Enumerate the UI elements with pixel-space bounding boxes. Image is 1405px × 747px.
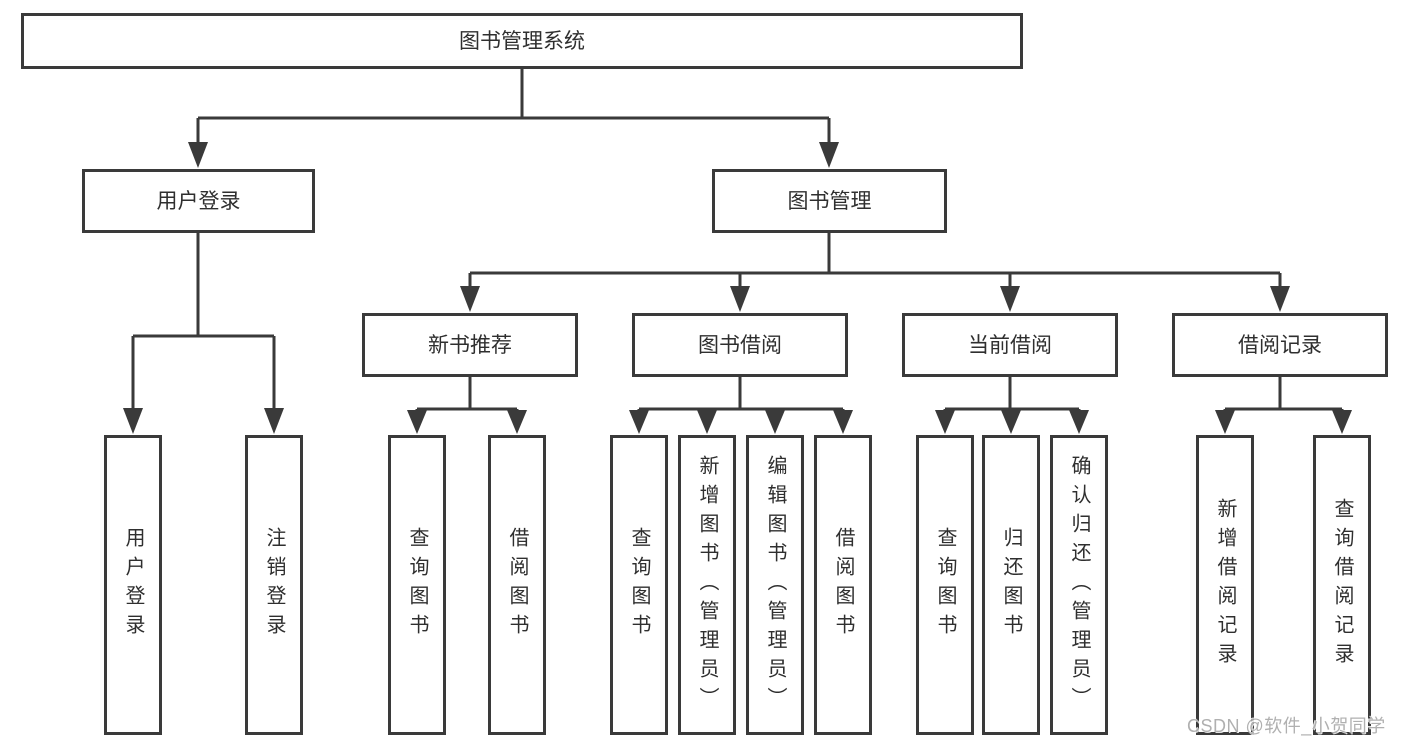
connector-newbooks-to-leaves: [415, 377, 519, 413]
connector-userlogin-to-leaves: [131, 233, 276, 410]
connector-current-to-leaves: [943, 377, 1081, 413]
leaf-label: 查询图书: [406, 527, 428, 643]
connector-borrow-to-leaves: [637, 377, 845, 413]
leaf-query-books-2: 查询图书: [610, 435, 668, 735]
node-book-borrowing: 图书借阅: [632, 313, 848, 377]
node-book-management: 图书管理: [712, 169, 947, 233]
leaf-label: 编辑图书（管理员）: [764, 454, 786, 716]
node-current-borrowing: 当前借阅: [902, 313, 1118, 377]
leaf-label: 确认归还（管理员）: [1068, 454, 1090, 716]
leaf-label: 借阅图书: [506, 527, 528, 643]
leaf-user-login: 用户登录: [104, 435, 162, 735]
leaf-query-borrow-record: 查询借阅记录: [1313, 435, 1371, 735]
connector-root-to-level2: [196, 69, 831, 145]
node-borrowing-records: 借阅记录: [1172, 313, 1388, 377]
leaf-borrow-books-2: 借阅图书: [814, 435, 872, 735]
leaf-label: 查询图书: [934, 527, 956, 643]
leaf-return-books: 归还图书: [982, 435, 1040, 735]
leaf-label: 新增借阅记录: [1214, 498, 1236, 672]
leaf-label: 用户登录: [122, 527, 144, 643]
connector-bookmgmt-to-level3: [468, 233, 1282, 289]
leaf-confirm-return-admin: 确认归还（管理员）: [1050, 435, 1108, 735]
node-library-management-system: 图书管理系统: [21, 13, 1023, 69]
csdn-watermark: CSDN @软件_小贺同学: [1187, 716, 1386, 736]
leaf-logout: 注销登录: [245, 435, 303, 735]
leaf-label: 归还图书: [1000, 527, 1022, 643]
leaf-label: 查询图书: [628, 527, 650, 643]
connector-records-to-leaves: [1223, 377, 1344, 413]
leaf-edit-books-admin: 编辑图书（管理员）: [746, 435, 804, 735]
arrowheads: [123, 142, 1352, 434]
leaf-label: 新增图书（管理员）: [696, 454, 718, 716]
node-new-book-recommend: 新书推荐: [362, 313, 578, 377]
leaf-label: 注销登录: [263, 527, 285, 643]
leaf-borrow-books-1: 借阅图书: [488, 435, 546, 735]
node-user-login: 用户登录: [82, 169, 315, 233]
leaf-label: 借阅图书: [832, 527, 854, 643]
leaf-query-books-1: 查询图书: [388, 435, 446, 735]
leaf-add-borrow-record: 新增借阅记录: [1196, 435, 1254, 735]
leaf-label: 查询借阅记录: [1331, 498, 1353, 672]
leaf-add-books-admin: 新增图书（管理员）: [678, 435, 736, 735]
leaf-query-books-3: 查询图书: [916, 435, 974, 735]
